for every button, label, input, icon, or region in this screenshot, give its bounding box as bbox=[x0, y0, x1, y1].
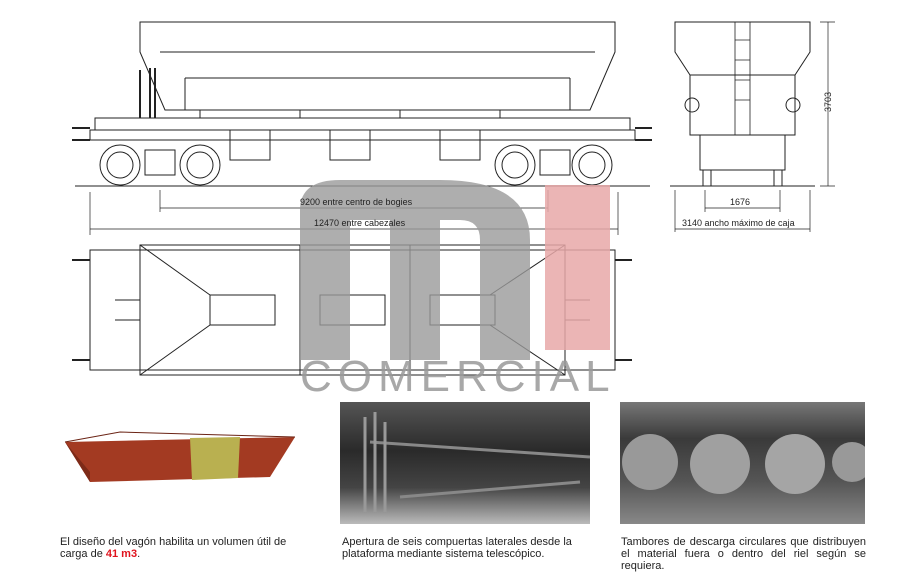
caption-volume: El diseño del vagón habilita un volumen … bbox=[60, 536, 287, 560]
watermark-logo bbox=[300, 180, 610, 360]
volume-highlight: 41 m3 bbox=[105, 548, 138, 560]
dim-headstocks: 12470 entre cabezales bbox=[314, 218, 406, 228]
photo-hopper-render bbox=[60, 402, 300, 520]
watermark-brand: COMERCIAL bbox=[300, 352, 616, 401]
photo-side-gates bbox=[340, 402, 590, 524]
photo-discharge-drums bbox=[620, 402, 865, 524]
dim-max-width: 3140 ancho máximo de caja bbox=[682, 218, 795, 228]
dim-height: 3703 bbox=[823, 91, 834, 113]
caption-gates: Apertura de seis compuertas laterales de… bbox=[342, 536, 572, 560]
end-view bbox=[670, 21, 835, 232]
dim-track-gauge: 1676 bbox=[730, 197, 751, 207]
caption-drums: Tambores de descarga circulares que dist… bbox=[621, 536, 866, 572]
technical-drawing bbox=[72, 21, 835, 376]
dim-bogie-centers: 9200 entre centro de bogies bbox=[300, 197, 413, 207]
side-view bbox=[72, 21, 652, 187]
